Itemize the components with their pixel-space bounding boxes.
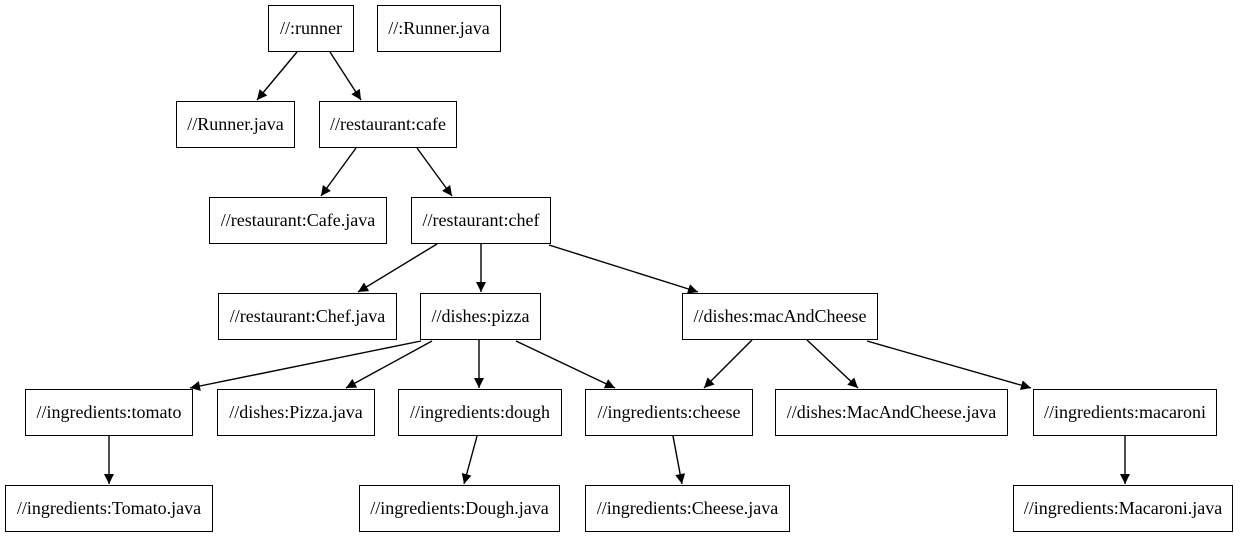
edge-cafe-to-chef: [416, 147, 453, 197]
node-tomato: //ingredients:tomato: [25, 389, 193, 436]
node-label: //ingredients:macaroni: [1044, 402, 1206, 422]
node-runner: //:runner: [268, 5, 354, 52]
node-label: //restaurant:Cafe.java: [220, 210, 376, 230]
node-label: //ingredients:Cheese.java: [596, 498, 779, 518]
node-pizza: //dishes:pizza: [420, 293, 541, 340]
node-label: //:runner: [280, 18, 342, 38]
node-label: //ingredients:cheese: [597, 402, 741, 422]
node-macaroni: //ingredients:macaroni: [1033, 389, 1217, 436]
node-label: //dishes:Pizza.java: [229, 402, 363, 422]
edge-mac-and-cheese-to-cheese: [703, 339, 753, 389]
node-chef: //restaurant:chef: [411, 197, 551, 244]
node-runner-java: //Runner.java: [176, 101, 295, 148]
node-label: //restaurant:cafe: [330, 114, 446, 134]
node-cafe-java: //restaurant:Cafe.java: [209, 197, 387, 244]
node-chef-java: //restaurant:Chef.java: [218, 293, 397, 340]
node-top-runner-java: //:Runner.java: [377, 5, 501, 52]
node-dough-java: //ingredients:Dough.java: [359, 485, 560, 532]
edge-pizza-to-cheese: [515, 340, 616, 389]
node-label: //:Runner.java: [388, 18, 490, 38]
node-cheese-java: //ingredients:Cheese.java: [585, 485, 790, 532]
edge-runner-to-runner-java: [256, 51, 298, 101]
node-label: //restaurant:Chef.java: [229, 306, 386, 326]
node-label: //Runner.java: [187, 114, 284, 134]
node-label: //ingredients:Tomato.java: [16, 498, 202, 518]
node-cheese: //ingredients:cheese: [585, 389, 753, 436]
edge-runner-to-cafe: [329, 51, 362, 101]
node-mac-and-cheese-java: //dishes:MacAndCheese.java: [775, 389, 1008, 436]
edge-mac-and-cheese-to-mac-and-cheese-java: [806, 339, 859, 389]
edge-cafe-to-cafe-java: [320, 147, 357, 197]
node-dough: //ingredients:dough: [398, 389, 562, 436]
edge-mac-and-cheese-to-macaroni: [866, 340, 1032, 391]
node-label: //dishes:pizza: [431, 306, 530, 326]
node-tomato-java: //ingredients:Tomato.java: [5, 485, 213, 532]
edge-cheese-to-cheese-java: [672, 435, 686, 485]
edge-dough-to-dough-java: [461, 435, 478, 485]
node-mac-and-cheese: //dishes:macAndCheese: [682, 293, 878, 340]
node-pizza-java: //dishes:Pizza.java: [217, 389, 375, 436]
node-label: //ingredients:tomato: [36, 402, 182, 422]
node-label: //restaurant:chef: [422, 210, 540, 230]
edge-chef-to-mac-and-cheese: [548, 244, 699, 294]
edge-pizza-to-pizza-java: [345, 340, 433, 389]
node-label: //ingredients:Dough.java: [370, 498, 549, 518]
node-cafe: //restaurant:cafe: [319, 101, 457, 148]
node-macaroni-java: //ingredients:Macaroni.java: [1013, 485, 1233, 532]
node-label: //dishes:macAndCheese: [693, 306, 867, 326]
edge-chef-to-chef-java: [357, 243, 438, 293]
node-label: //dishes:MacAndCheese.java: [786, 402, 997, 422]
node-label: //ingredients:dough: [410, 402, 550, 422]
node-label: //ingredients:Macaroni.java: [1023, 498, 1223, 518]
edge-pizza-to-tomato: [189, 340, 422, 391]
